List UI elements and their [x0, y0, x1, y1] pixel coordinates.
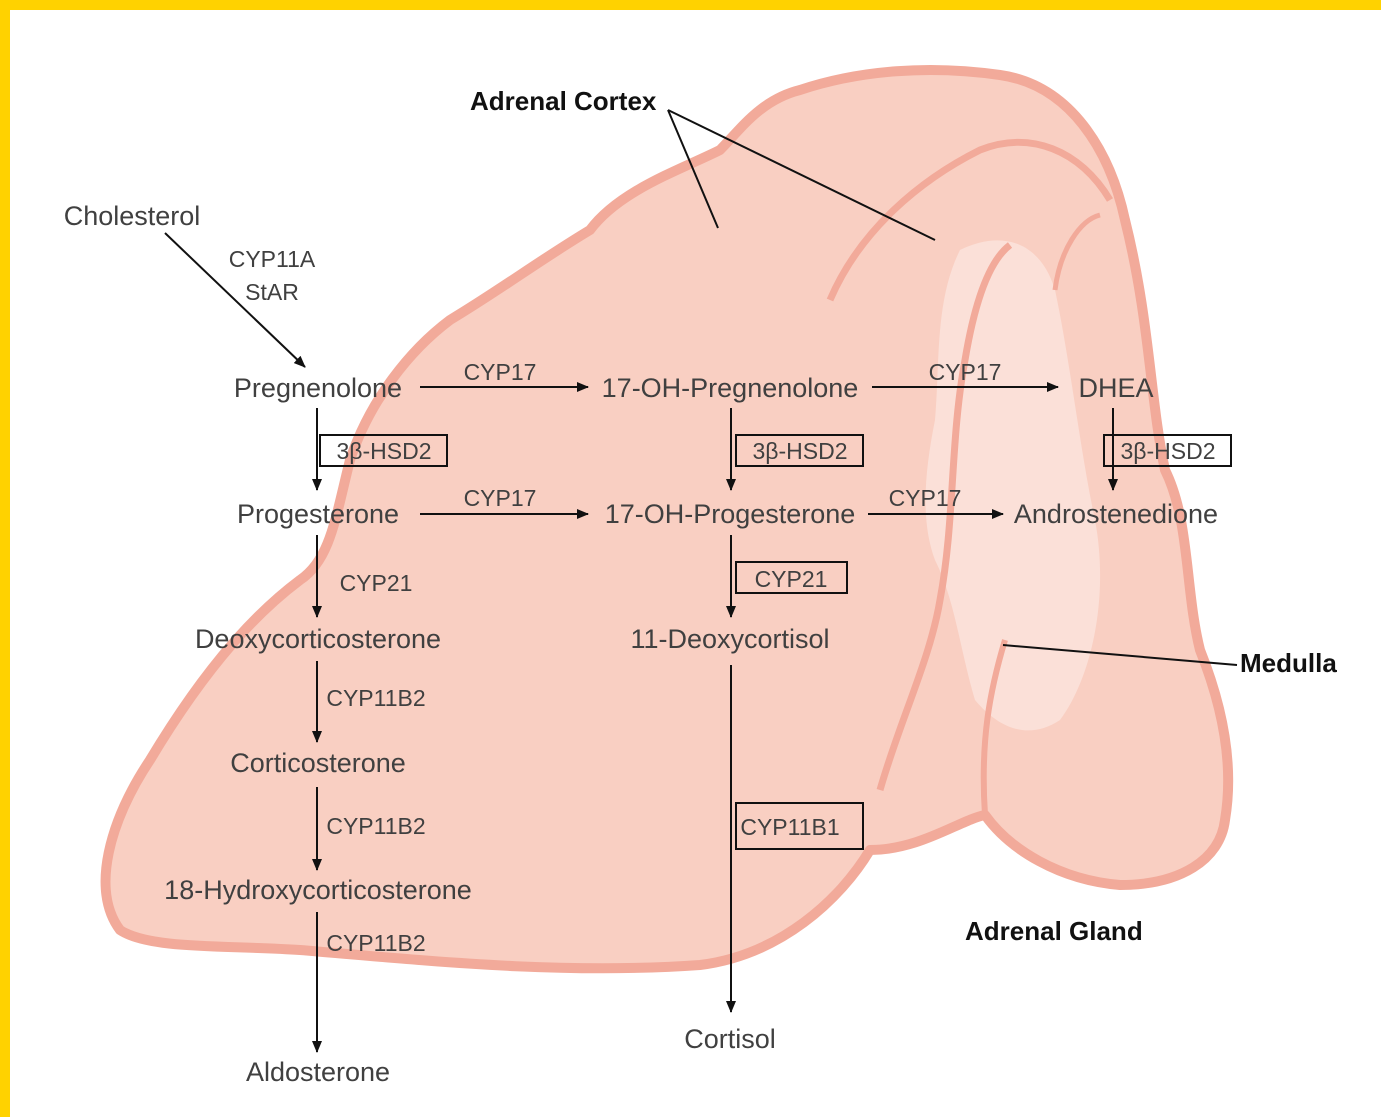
- cyp17-label-4: CYP17: [889, 485, 962, 511]
- dhea-label: DHEA: [1078, 373, 1153, 403]
- cyp11b2-label-1: CYP11B2: [326, 685, 425, 711]
- deoxycorticosterone-label: Deoxycorticosterone: [195, 624, 441, 654]
- cyp11b2-label-2: CYP11B2: [326, 813, 425, 839]
- cholesterol-label: Cholesterol: [64, 201, 201, 231]
- medulla-label: Medulla: [1240, 648, 1337, 678]
- cyp17-label-3: CYP17: [464, 485, 537, 511]
- hsd-label-2: 3β-HSD2: [752, 438, 847, 464]
- deoxycortisol-label: 11-Deoxycortisol: [630, 624, 829, 654]
- hsd-label-3: 3β-HSD2: [1120, 438, 1215, 464]
- adrenal-cortex-label: Adrenal Cortex: [470, 86, 657, 116]
- cyp21-label-2: CYP21: [755, 566, 828, 592]
- androstenedione-label: Androstenedione: [1014, 499, 1218, 529]
- corticosterone-label: Corticosterone: [230, 748, 406, 778]
- pregnenolone-label: Pregnenolone: [234, 373, 402, 403]
- progesterone-label: Progesterone: [237, 499, 399, 529]
- star-label: StAR: [245, 279, 299, 305]
- hsd-label-1: 3β-HSD2: [336, 438, 431, 464]
- cyp11b1-label: CYP11B1: [740, 814, 839, 840]
- oh17-progesterone-label: 17-OH-Progesterone: [605, 499, 856, 529]
- adrenal-gland-label: Adrenal Gland: [965, 916, 1143, 946]
- cyp11b2-label-3: CYP11B2: [326, 930, 425, 956]
- cortisol-label: Cortisol: [684, 1024, 776, 1054]
- cyp21-label-1: CYP21: [340, 570, 413, 596]
- hydroxycorticosterone-label: 18-Hydroxycorticosterone: [164, 875, 472, 905]
- cyp11a-label: CYP11A: [229, 246, 316, 272]
- cyp17-label-2: CYP17: [929, 359, 1002, 385]
- aldosterone-label: Aldosterone: [246, 1057, 390, 1087]
- cyp17-label-1: CYP17: [464, 359, 537, 385]
- oh17-pregnenolone-label: 17-OH-Pregnenolone: [602, 373, 859, 403]
